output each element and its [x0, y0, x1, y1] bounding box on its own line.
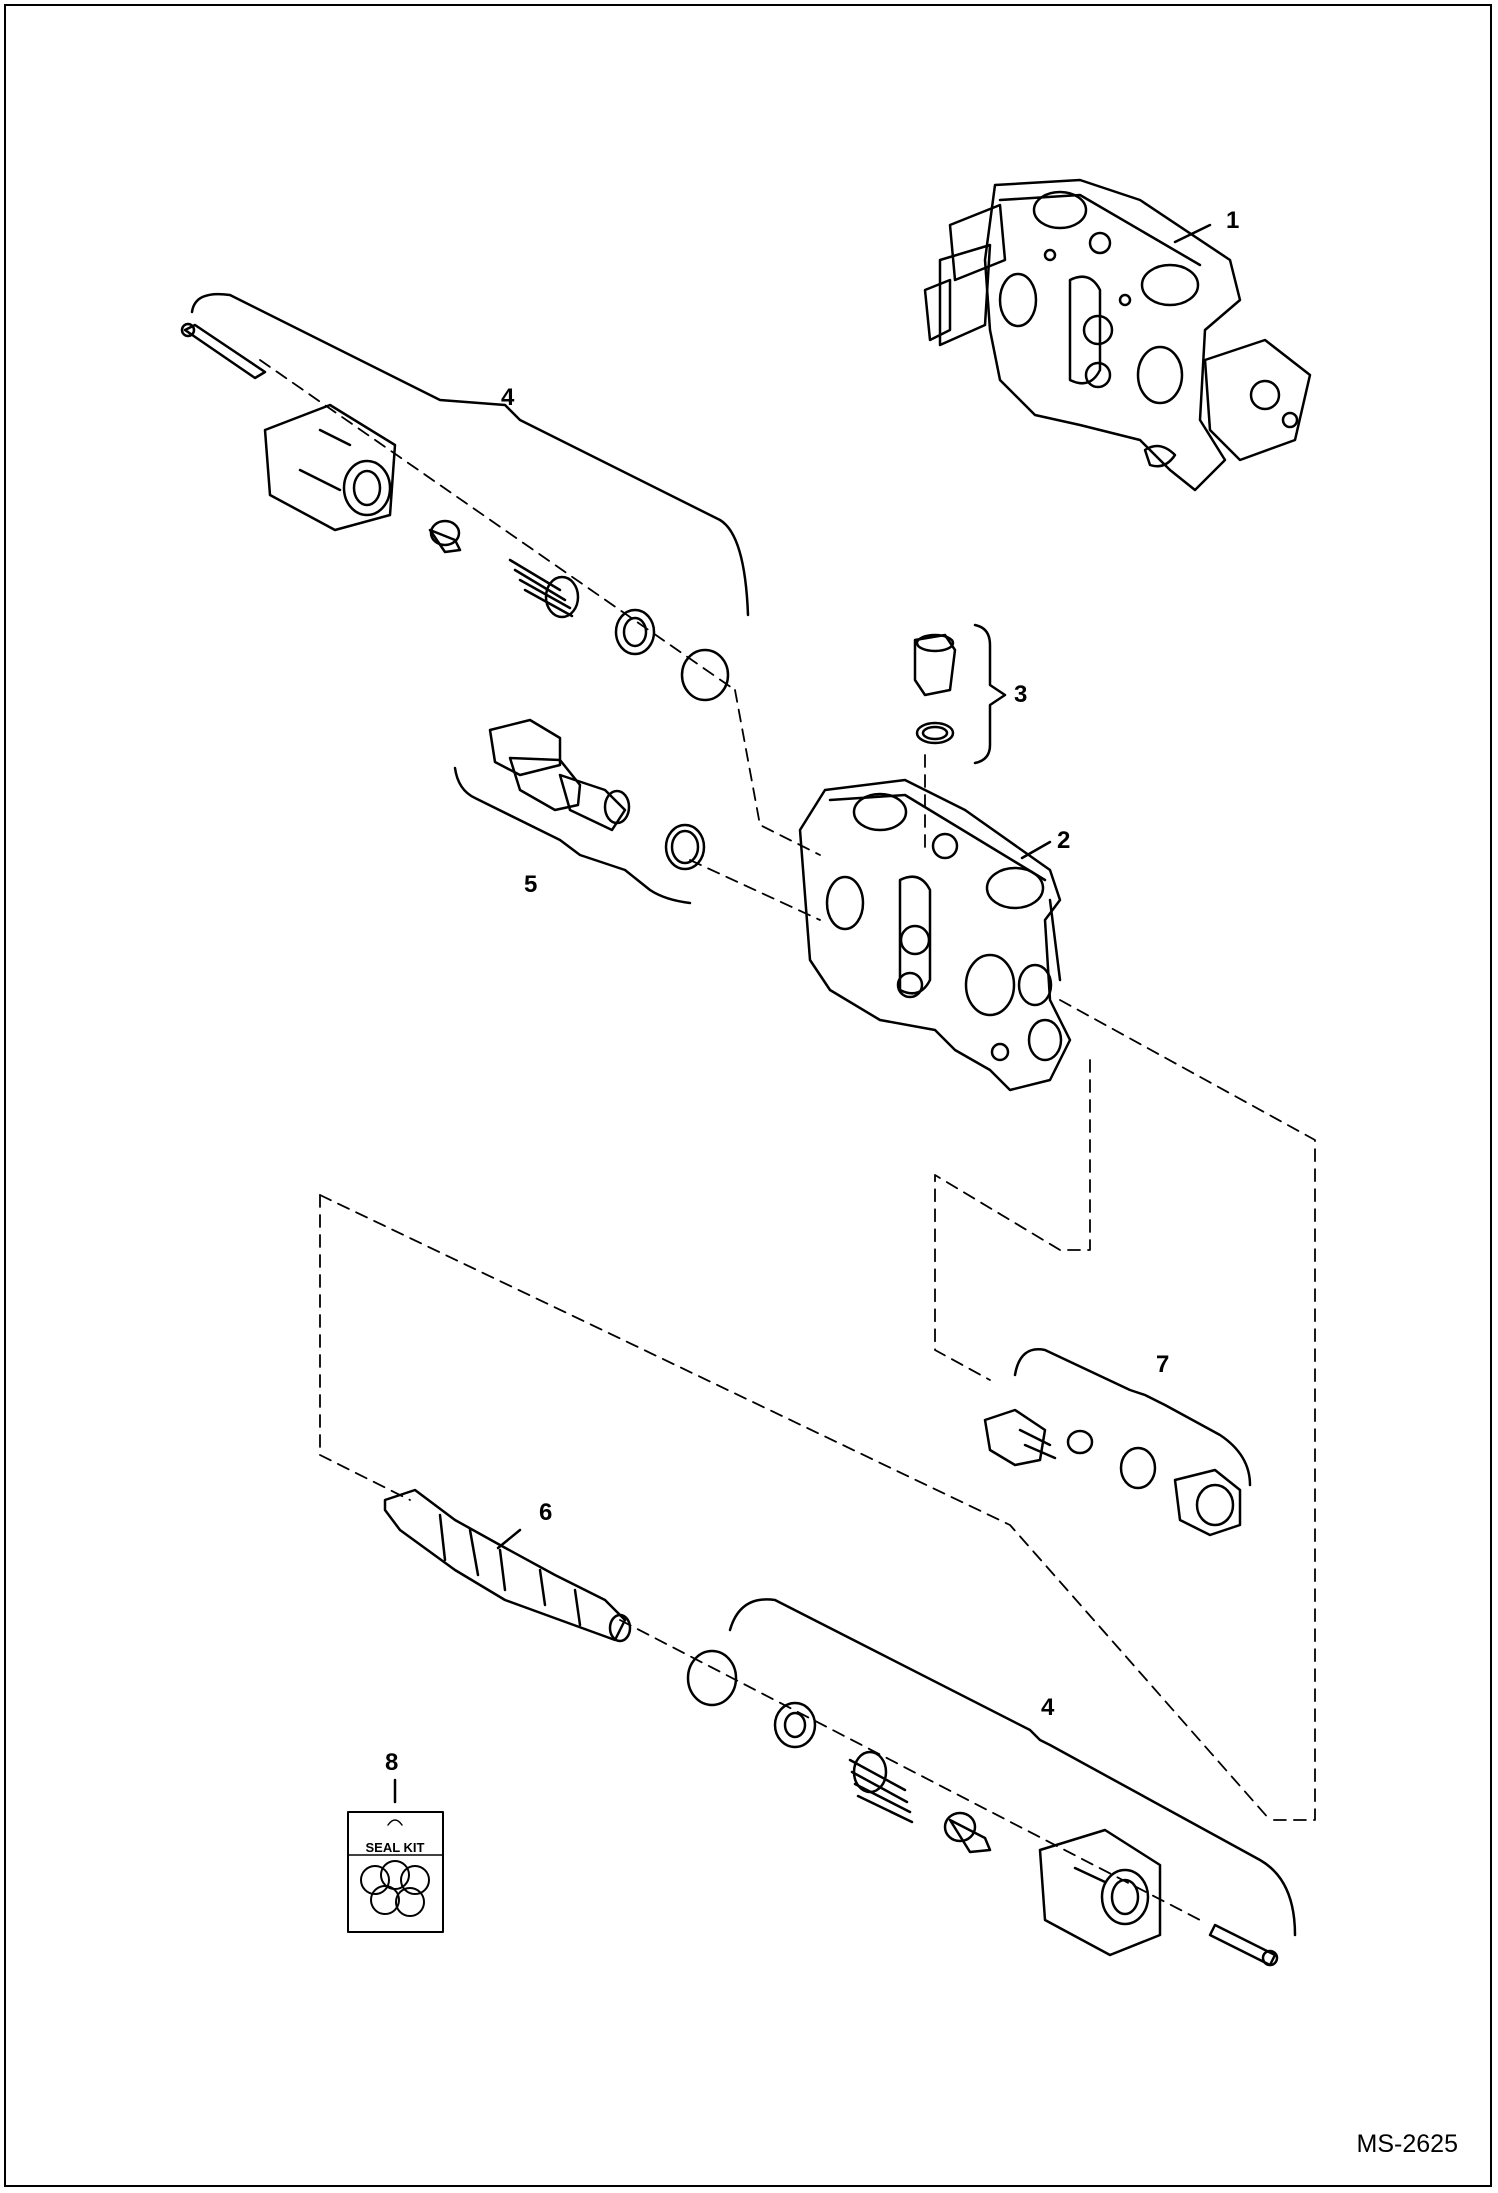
diagram-frame [4, 4, 1492, 2187]
callout-4-lower: 4 [1041, 1694, 1055, 1721]
callout-4-upper: 4 [501, 384, 515, 411]
bracket-7 [1013, 1348, 1252, 1487]
figure-code: MS-2625 [1356, 2130, 1458, 2158]
bracket-4-upper [190, 292, 750, 617]
callout-7: 7 [1156, 1351, 1169, 1378]
callout-labels: 1 2 3 4 4 5 6 7 8 [385, 207, 1239, 1776]
leader-line-1 [1173, 223, 1212, 244]
callout-6: 6 [539, 1499, 552, 1526]
relief-cartridge-part-5 [488, 718, 706, 871]
check-valve-part-7 [983, 1408, 1242, 1537]
assembly-guide-lines [259, 359, 1316, 1921]
valve-assembly-part-1 [923, 178, 1312, 492]
callout-3: 3 [1014, 681, 1027, 708]
leader-line-2 [1020, 840, 1052, 860]
leader-line-6 [496, 1528, 522, 1550]
seal-kit-part-8 [347, 1811, 444, 1933]
bracket-3 [973, 623, 1007, 765]
callout-1: 1 [1226, 207, 1239, 234]
seal-kit-label: SEAL KIT [366, 1840, 425, 1855]
end-cap-group-part-4-upper [180, 322, 730, 702]
callout-8: 8 [385, 1749, 398, 1776]
valve-section-part-2 [798, 778, 1072, 1092]
callout-2: 2 [1057, 827, 1070, 854]
bracket-4-lower [728, 1598, 1297, 1937]
plug-part-3 [913, 633, 957, 745]
bracket-5 [453, 766, 692, 905]
spool-part-6 [383, 1488, 738, 1707]
callout-5: 5 [524, 871, 537, 898]
end-cap-group-part-4-lower [773, 1701, 1279, 1967]
